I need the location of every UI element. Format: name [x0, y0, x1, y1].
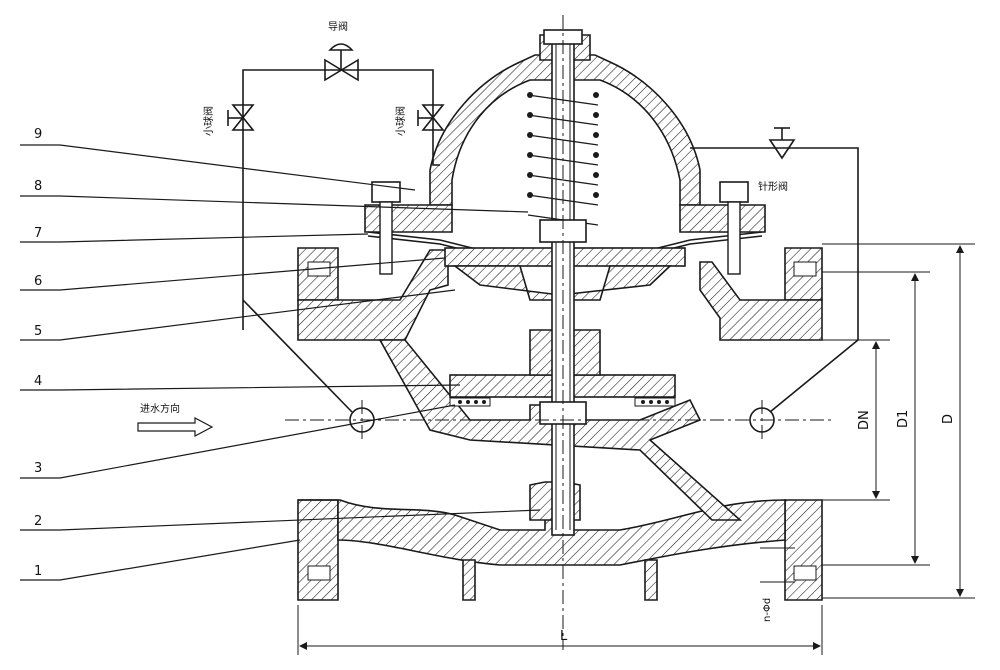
callout-5: 5: [34, 324, 42, 339]
callout-leaders: [20, 144, 541, 581]
callout-4: 4: [34, 374, 42, 389]
callout-3: 3: [34, 461, 42, 476]
ball-valve-right-label: 小球阀: [394, 106, 407, 136]
flow-direction-label: 进水方向: [140, 402, 180, 415]
ball-valve-left-label: 小球阀: [202, 106, 215, 136]
callout-2: 2: [34, 514, 42, 529]
needle-valve-symbol: [768, 127, 796, 160]
flow-arrow-icon: [137, 417, 214, 437]
dim-length-label: L: [560, 629, 568, 644]
callout-8: 8: [34, 179, 42, 194]
centerlines: [285, 15, 835, 650]
callout-numbers: 1 2 3 4 5 6 7 8 9: [34, 127, 42, 579]
dim-dn-label: DN: [857, 410, 872, 430]
callout-6: 6: [34, 274, 42, 289]
dim-d1-label: D1: [896, 410, 911, 428]
callout-9: 9: [34, 127, 42, 142]
dim-d-label: D: [941, 414, 956, 424]
pilot-valve-symbol: [324, 43, 359, 82]
dim-bolt-holes-label: n-Φd: [762, 598, 773, 622]
callout-7: 7: [34, 226, 42, 241]
ball-valve-left-symbol: [227, 104, 255, 131]
callout-1: 1: [34, 564, 42, 579]
cover-bolts: [371, 181, 749, 275]
ball-valve-right-symbol: [417, 104, 445, 131]
pilot-valve-label: 导阀: [328, 20, 348, 33]
dimension-lines: [297, 243, 975, 655]
needle-valve-label: 针形阀: [758, 180, 788, 193]
